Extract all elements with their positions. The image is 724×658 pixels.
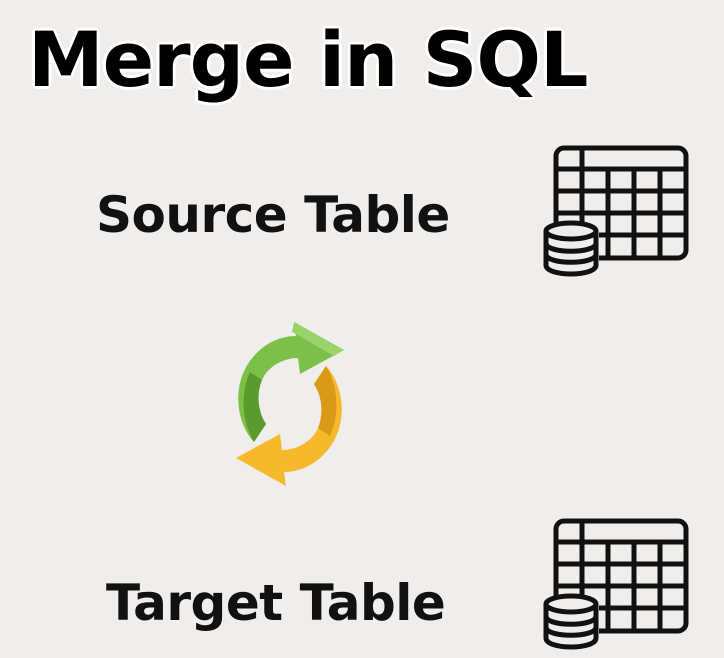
page-title: Merge in SQL [28, 15, 588, 104]
database-table-icon [543, 518, 689, 650]
target-table-label: Target Table [106, 574, 446, 632]
database-table-icon [543, 145, 689, 277]
source-table-label: Source Table [96, 186, 450, 244]
database-cylinder-icon [543, 220, 599, 277]
database-cylinder-icon [543, 593, 599, 650]
sync-arrows-icon [236, 322, 344, 486]
